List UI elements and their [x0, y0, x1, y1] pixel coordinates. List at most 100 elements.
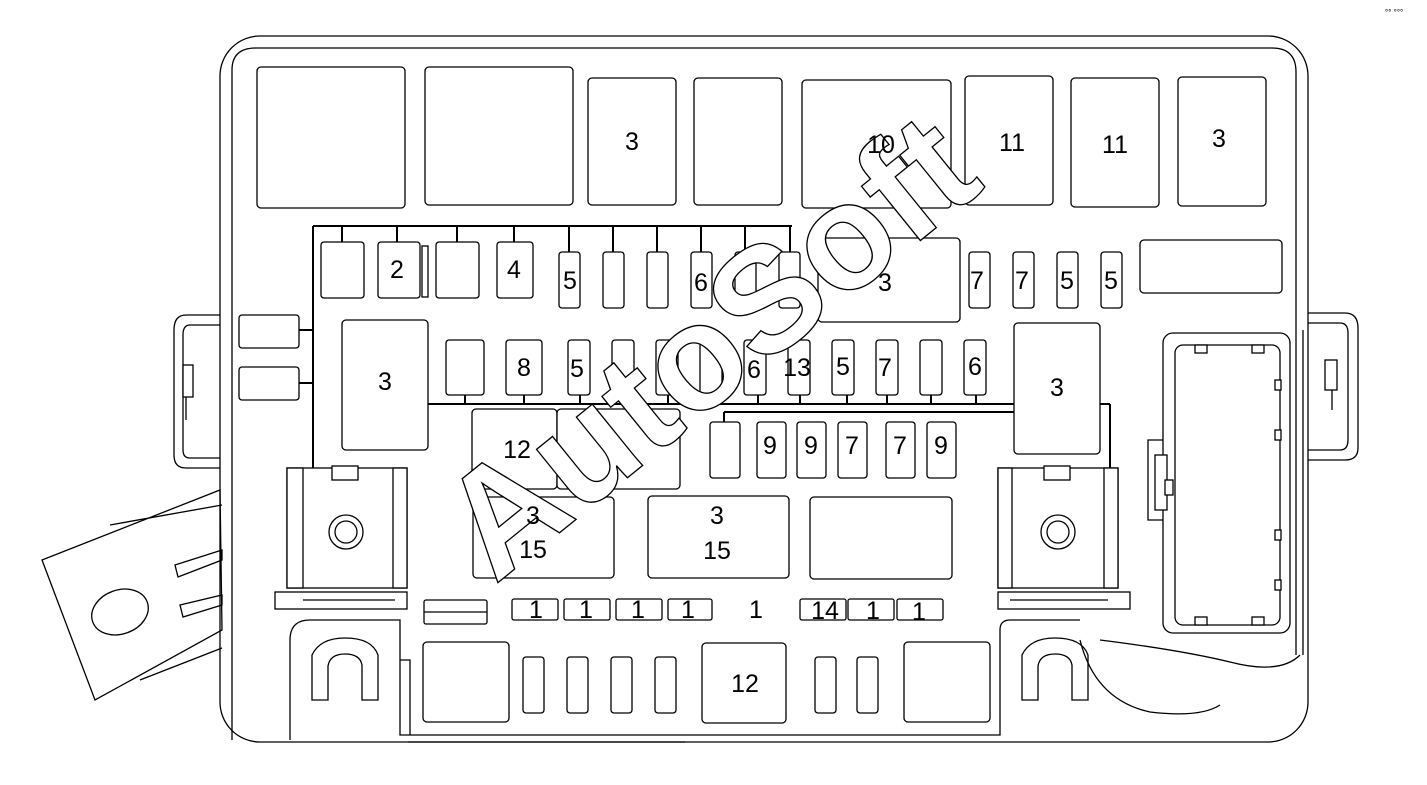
relay-slot [256, 66, 406, 209]
slot-label: 1 [749, 596, 763, 624]
fuse-slot [558, 251, 581, 309]
fuse-slot [919, 339, 943, 396]
fuse-slot [837, 421, 868, 479]
fuse-slot [831, 339, 855, 396]
fuse-slot [968, 251, 991, 309]
relay-slot [701, 642, 787, 724]
relay-slot [1139, 239, 1283, 294]
fuse-row-6 [423, 598, 944, 625]
fuse-slot [896, 598, 944, 621]
slot-label: 1 [866, 597, 880, 625]
slot-label: 13 [783, 354, 811, 382]
slot-label: 3 [710, 502, 724, 530]
slot-label: 8 [517, 354, 531, 382]
relay-slot [1070, 77, 1160, 208]
fuse-slot [566, 656, 589, 714]
slot-label: 7 [970, 267, 984, 295]
fuse-slot [505, 339, 543, 396]
fuse-slot [238, 314, 300, 349]
fuse-slot [926, 421, 957, 479]
slot-label: 4 [507, 256, 521, 284]
slot-label: 3 [878, 269, 892, 297]
slot-label: 7 [1015, 267, 1029, 295]
slot-label: 11 [999, 129, 1025, 157]
fuse-slot [709, 421, 741, 479]
slot-label: 5 [563, 267, 577, 295]
fuse-slot [496, 241, 534, 299]
slot-label: 9 [763, 432, 777, 460]
housing-outline [219, 35, 1309, 743]
fuse-slot [699, 339, 723, 396]
slot-label: 9 [934, 432, 948, 460]
relay-slot [1013, 322, 1101, 455]
slot-label: 1 [579, 596, 593, 624]
relay-slot [647, 495, 790, 579]
relay-slot [903, 641, 991, 723]
fuse-slot [799, 598, 847, 621]
relay-slot [341, 319, 429, 451]
relay-slot [693, 77, 783, 206]
fuse-slot [435, 241, 480, 299]
fuse-slot [522, 656, 545, 714]
fuse-slot [377, 241, 421, 299]
relay-slot [817, 237, 961, 323]
fuse-slot [567, 339, 591, 396]
fuse-slot [238, 366, 300, 401]
fuse-row-4 [471, 408, 957, 490]
fuse-slot [787, 339, 811, 396]
slot-label: 7 [893, 432, 907, 460]
slot-label: 1 [631, 596, 645, 624]
slot-label: 12 [731, 670, 759, 698]
fuse-slot [778, 251, 801, 309]
fuse-slot [847, 598, 895, 621]
fuse-slot [963, 339, 987, 396]
fuse-slot [655, 339, 679, 396]
fuse-slot [1100, 251, 1123, 309]
fuse-slot [875, 339, 899, 396]
relay-slot [801, 79, 952, 209]
slot-label: 9 [804, 432, 818, 460]
fuse-slot [1012, 251, 1035, 309]
fuse-slot [646, 251, 669, 309]
slot-label: 15 [703, 537, 731, 565]
slot-label: 1 [529, 596, 543, 624]
slot-label: 6 [747, 356, 761, 384]
right-side-latch [1308, 312, 1359, 461]
fuse-slot [445, 339, 485, 396]
relay-slot [556, 408, 681, 490]
relay-slot [809, 496, 953, 580]
left-power-terminal [274, 465, 408, 701]
slot-label: 5 [1060, 267, 1074, 295]
corner-mark: °° °°° [1385, 8, 1403, 17]
slot-label: 7 [878, 354, 892, 382]
wiring-lines [299, 225, 1111, 478]
fuse-slot [611, 339, 635, 396]
slot-labels: 3 10 11 11 3 2 4 5 6 3 7 7 5 5 3 3 8 5 6… [378, 125, 1226, 698]
relay-slot [472, 496, 615, 579]
slot-label: 2 [390, 256, 404, 284]
top-relay-row [256, 66, 1267, 209]
bottom-row [422, 641, 991, 724]
fuse-slot [511, 598, 559, 621]
relay-slot [424, 66, 574, 206]
slot-label: 3 [1050, 374, 1064, 402]
fuse-slot [756, 421, 787, 479]
slot-label: 3 [526, 502, 540, 530]
fuse-slot [690, 251, 713, 309]
fuse-slot [654, 656, 677, 714]
mounting-hole [91, 588, 149, 636]
fuse-slot [734, 251, 757, 309]
slot-label: 3 [378, 368, 392, 396]
fuse-slot [814, 656, 837, 714]
slot-label: 3 [1212, 125, 1226, 153]
slot-label: 14 [811, 597, 839, 625]
fuse-slot [602, 251, 625, 309]
left-mounting-bracket [41, 489, 223, 701]
fuse-slot [856, 656, 879, 714]
slot-label: 15 [519, 536, 547, 564]
fuse-slot [743, 339, 767, 396]
relay-slot [587, 77, 677, 206]
fuse-slot [615, 598, 663, 621]
slot-label: 5 [570, 355, 584, 383]
